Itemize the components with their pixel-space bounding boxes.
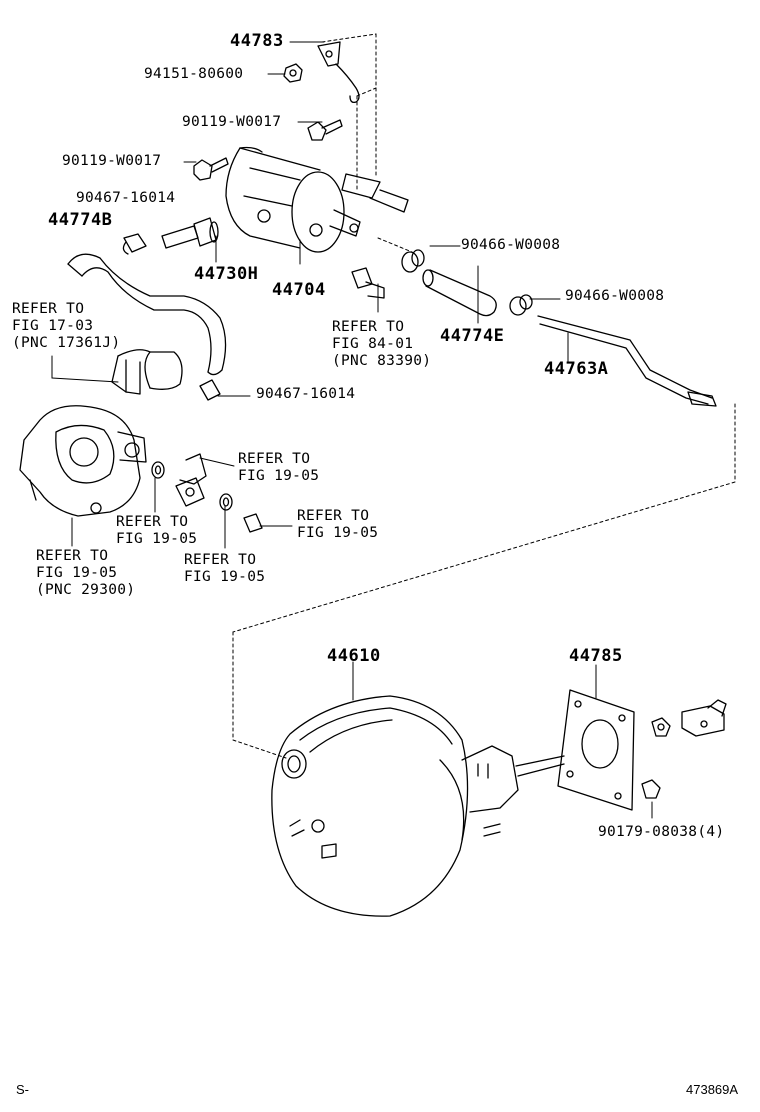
refer-note-line: REFER TO xyxy=(238,451,311,467)
refer-note-line: FIG 19-05 xyxy=(297,525,379,541)
washer-right xyxy=(219,493,233,511)
part-label-90179-08038: 90179-08038(4) xyxy=(598,824,725,840)
bracket-44783 xyxy=(317,41,360,104)
part-label-90119-w0017-upper: 90119-W0017 xyxy=(182,114,282,130)
part-label-90467-16014-upper: 90467-16014 xyxy=(76,190,176,206)
bracket-17361j xyxy=(111,349,183,395)
plug-bolt xyxy=(243,513,263,533)
clevis-yoke xyxy=(681,699,727,737)
bolt-90119-left xyxy=(193,157,229,181)
part-label-90466-w0008-lower: 90466-W0008 xyxy=(565,288,665,304)
refer-note-line: REFER TO xyxy=(12,301,85,317)
part-label-90466-w0008-upper: 90466-W0008 xyxy=(461,237,561,253)
clip-90467-lower xyxy=(199,379,221,401)
refer-note-line: (PNC 17361J) xyxy=(12,335,121,351)
refer-note-line: FIG 19-05 xyxy=(36,565,118,581)
footer-left-code: S- xyxy=(16,1082,29,1097)
refer-note-19-05-pump: REFER TO FIG 19-05 (PNC 29300) xyxy=(36,548,135,599)
clip-90467-upper xyxy=(122,233,147,255)
part-label-44704: 44704 xyxy=(272,280,326,300)
refer-note-line: REFER TO xyxy=(36,548,109,564)
part-label-94151-80600: 94151-80600 xyxy=(144,66,244,82)
fitting-44730h xyxy=(161,217,219,249)
hose-44774e xyxy=(422,269,497,317)
part-label-44763a: 44763A xyxy=(544,359,609,379)
nut-90179-upper xyxy=(651,717,671,737)
part-label-90119-w0017-left: 90119-W0017 xyxy=(62,153,162,169)
footer-illustration-number: 473869A xyxy=(686,1082,739,1097)
part-label-90467-16014-lower: 90467-16014 xyxy=(256,386,356,402)
refer-note-17-03: REFER TO FIG 17-03 (PNC 17361J) xyxy=(12,301,120,352)
refer-note-19-05-union: REFER TO FIG 19-05 xyxy=(238,451,319,485)
sensor-switch xyxy=(351,267,385,299)
refer-note-line: FIG 19-05 xyxy=(184,569,266,585)
gasket-44785 xyxy=(557,689,635,811)
bolt-90119-upper xyxy=(307,119,343,141)
dashed-assembly-outline xyxy=(232,33,736,759)
vacuum-tank-44704 xyxy=(225,146,409,253)
part-label-44774e: 44774E xyxy=(440,326,505,346)
refer-note-line: FIG 19-05 xyxy=(238,468,320,484)
refer-note-line: FIG 17-03 xyxy=(12,318,94,334)
part-label-44785: 44785 xyxy=(569,646,623,666)
refer-note-line: REFER TO xyxy=(184,552,257,568)
pipe-44763a xyxy=(537,315,717,407)
refer-note-19-05-washer-right: REFER TO FIG 19-05 xyxy=(184,552,265,586)
refer-note-84-01: REFER TO FIG 84-01 (PNC 83390) xyxy=(332,319,431,370)
union-fitting xyxy=(175,453,207,507)
clamp-90466-b xyxy=(509,294,533,316)
brake-booster-44610 xyxy=(271,695,565,917)
vacuum-pump xyxy=(19,405,147,517)
nut-94151 xyxy=(283,63,303,83)
part-label-44610: 44610 xyxy=(327,646,381,666)
refer-note-line: FIG 84-01 xyxy=(332,336,414,352)
refer-note-line: REFER TO xyxy=(297,508,370,524)
refer-note-19-05-plug: REFER TO FIG 19-05 xyxy=(297,508,378,542)
nut-90179-lower xyxy=(641,779,661,799)
refer-note-line: (PNC 83390) xyxy=(332,353,432,369)
refer-note-line: REFER TO xyxy=(116,514,189,530)
part-label-44774b: 44774B xyxy=(48,210,113,230)
refer-note-line: (PNC 29300) xyxy=(36,582,136,598)
refer-note-19-05-washer-left: REFER TO FIG 19-05 xyxy=(116,514,197,548)
part-label-44730h: 44730H xyxy=(194,264,259,284)
part-label-44783: 44783 xyxy=(230,31,284,51)
refer-note-line: REFER TO xyxy=(332,319,405,335)
clamp-90466-a xyxy=(401,249,425,273)
hose-44774b xyxy=(67,253,227,376)
washer-left xyxy=(151,461,165,479)
refer-note-line: FIG 19-05 xyxy=(116,531,198,547)
